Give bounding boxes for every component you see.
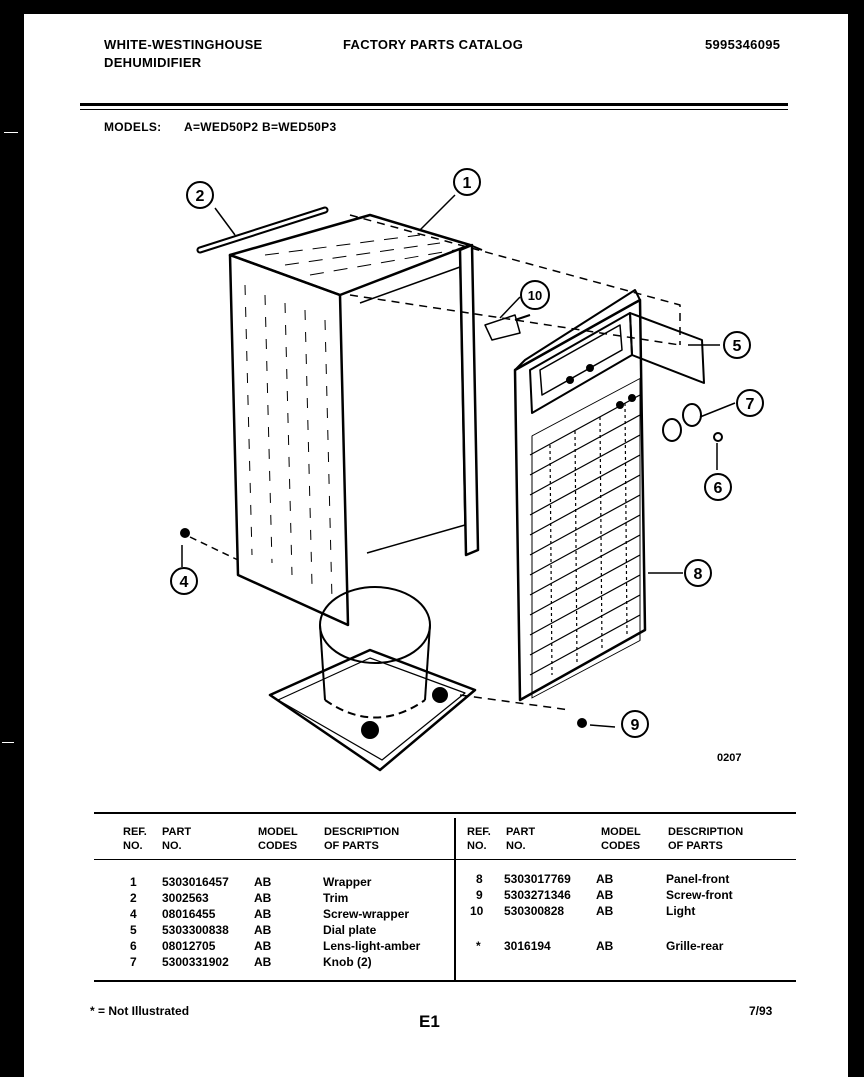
- svg-text:6: 6: [714, 480, 723, 497]
- callout-7: 7: [736, 389, 764, 417]
- callout-4: 4: [170, 567, 198, 595]
- catalog-page: [24, 14, 848, 1077]
- product-name: DEHUMIDIFIER: [104, 55, 202, 70]
- scan-mark: [2, 742, 14, 743]
- table-column-divider: [454, 818, 456, 980]
- callout-2: 2: [186, 181, 214, 209]
- header-ref: REF.NO.: [123, 826, 147, 852]
- wrapper-side: [228, 253, 350, 627]
- callout-6: 6: [704, 473, 732, 501]
- table-rule-header: [94, 859, 796, 860]
- svg-text:10: 10: [528, 288, 542, 303]
- callout-10: 10: [520, 280, 550, 310]
- svg-text:9: 9: [631, 717, 640, 734]
- models-value: A=WED50P2 B=WED50P3: [184, 120, 337, 134]
- catalog-date: 7/93: [749, 1004, 773, 1018]
- header-ref-right: REF.NO.: [467, 826, 491, 852]
- table-rule-top: [94, 812, 796, 814]
- callout-5: 5: [723, 331, 751, 359]
- table-rule-bottom: [94, 980, 796, 982]
- scan-mark: [4, 132, 18, 133]
- svg-text:4: 4: [180, 574, 189, 591]
- callout-8: 8: [684, 559, 712, 587]
- catalog-number: 5995346095: [705, 37, 781, 52]
- svg-text:2: 2: [196, 188, 205, 205]
- svg-text:5: 5: [733, 338, 742, 355]
- catalog-title: FACTORY PARTS CATALOG: [343, 37, 524, 52]
- figure-code: 0207: [717, 752, 742, 764]
- base-pan: [268, 648, 477, 772]
- callout-1: 1: [453, 168, 481, 196]
- footnote: * = Not Illustrated: [90, 1004, 190, 1018]
- brand-name: WHITE-WESTINGHOUSE: [104, 37, 263, 52]
- svg-text:7: 7: [746, 396, 755, 413]
- dial-plate: [529, 312, 633, 414]
- svg-text:8: 8: [694, 566, 703, 583]
- models-label: MODELS:: [104, 120, 162, 134]
- page-number: E1: [419, 1012, 440, 1031]
- callout-9: 9: [621, 710, 649, 738]
- header-rule-thin: [80, 109, 788, 110]
- svg-text:1: 1: [463, 175, 472, 192]
- exploded-parts-diagram: 2 1 10 5 7 6 8 4 9: [170, 168, 764, 772]
- header-rule: [80, 103, 788, 106]
